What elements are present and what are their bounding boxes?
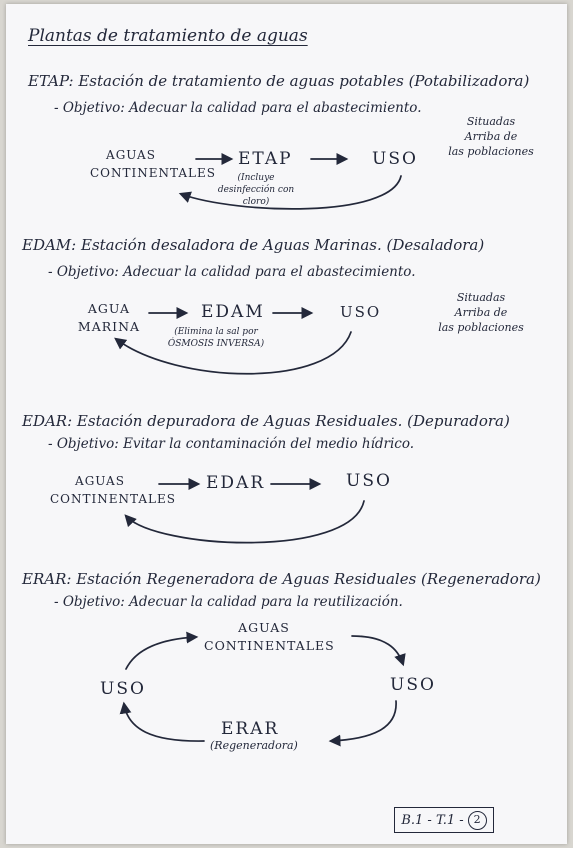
erar-plant-note: (Regeneradora) — [210, 739, 298, 752]
erar-source-label: AGUAS CONTINENTALES — [204, 620, 335, 653]
erar-arrow-left-up — [125, 631, 199, 670]
page-title: Plantas de tratamiento de aguas — [28, 26, 308, 46]
etap-objective: - Objetivo: Adecuar la calidad para el a… — [54, 100, 422, 116]
erar-arrow-bottom-left — [119, 701, 205, 742]
etap-source-label: AGUAS CONTINENTALES — [90, 148, 216, 180]
page-reference-box: B.1 - T.1 - 2 — [394, 807, 494, 833]
page-number-circle: 2 — [467, 810, 487, 830]
edam-objective: - Objetivo: Adecuar la calidad para el a… — [48, 264, 416, 280]
page-reference-text: B.1 - T.1 - — [401, 812, 464, 828]
erar-plant-label: ERAR — [221, 719, 280, 739]
edar-plant-label: EDAR — [206, 473, 266, 493]
edar-return-arrow — [124, 500, 365, 544]
edam-heading: EDAM: Estación desaladora de Aguas Marin… — [22, 236, 485, 254]
notebook-page: Plantas de tratamiento de aguas ETAP: Es… — [6, 4, 567, 844]
edar-heading: EDAR: Estación depuradora de Aguas Resid… — [22, 412, 510, 430]
erar-arrow-top-right — [351, 635, 406, 667]
edam-plant-label: EDAM — [201, 302, 265, 322]
edam-use-label: USO — [340, 303, 382, 321]
etap-use-label: USO — [372, 149, 418, 169]
etap-plant-label: ETAP — [238, 149, 293, 169]
edar-use-label: USO — [346, 471, 392, 491]
erar-heading: ERAR: Estación Regeneradora de Aguas Res… — [22, 570, 541, 588]
erar-objective: - Objetivo: Adecuar la calidad para la r… — [54, 594, 403, 610]
erar-use-right-label: USO — [390, 675, 436, 695]
etap-heading: ETAP: Estación de tratamiento de aguas p… — [28, 72, 530, 90]
erar-use-left-label: USO — [100, 679, 146, 699]
edar-source-label: AGUAS CONTINENTALES — [50, 474, 176, 506]
edam-source-label: AGUA MARINA — [77, 301, 141, 334]
edar-objective: - Objetivo: Evitar la contaminación del … — [48, 436, 415, 452]
erar-arrow-right-down — [328, 700, 397, 747]
etap-note: (Incluye desinfección con cloro) — [217, 173, 295, 207]
edam-note: (Elimina la sal por ÓSMOSIS INVERSA) — [167, 327, 265, 349]
